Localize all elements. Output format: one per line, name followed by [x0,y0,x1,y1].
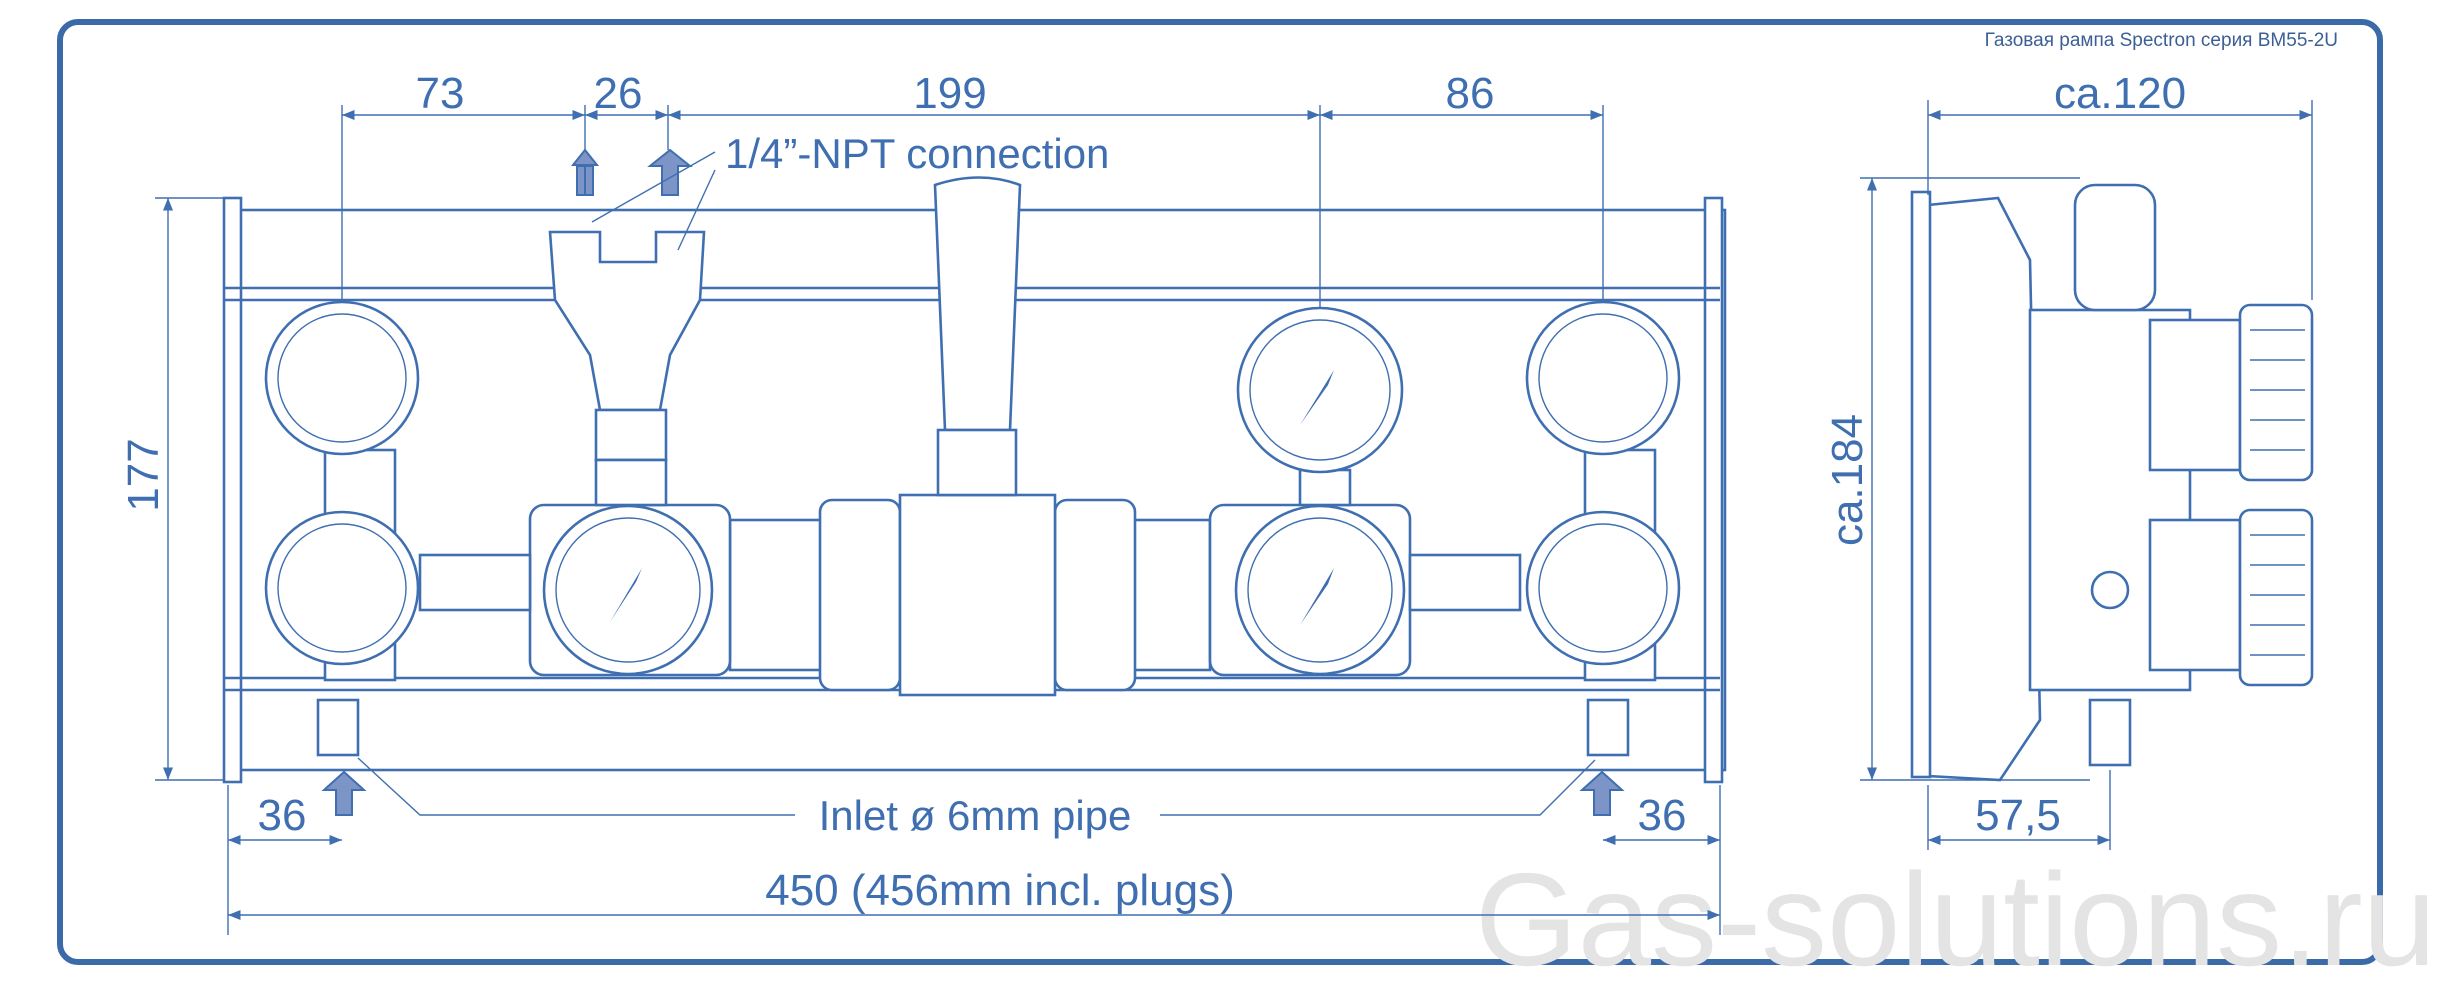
left-center-stem [594,458,668,507]
dim-bottom-left: 36 [258,791,307,840]
dim-side-width: ca.120 [2054,69,2186,118]
side-regulator-lower [2148,518,2242,672]
pressure-gauge-icon [1525,300,1681,456]
side-inlet-fitting [2088,698,2132,767]
valve-body [898,493,1057,697]
inlet-arrow-icon [1579,770,1625,816]
connection-leader-2 [677,169,716,251]
pressure-gauge-icon [1525,510,1681,666]
right-cross-fitting [1408,553,1522,612]
dim-side-height: ca.184 [1823,414,1872,546]
outlet-arrow-icon [647,148,693,196]
inlet-leader-right [1160,759,1596,816]
right-plug [1703,196,1724,784]
pressure-gauge-icon [542,504,714,676]
side-lever [2073,183,2157,312]
front-dimensions: 73 26 199 86 177 36 36 450 (456mm incl. … [119,69,1721,935]
pressure-gauge-icon [1236,306,1404,474]
pipe-coupling-left [818,498,902,692]
dim-bottom-right: 36 [1638,791,1687,840]
regulator-knob-icon [2238,303,2314,482]
front-view [222,148,1727,816]
drawing-caption: Газовая рампа Spectron серия BM55-2U [1985,30,2338,51]
dim-overall-width: 450 (456mm incl. plugs) [765,866,1235,915]
pressure-gauge-icon [264,510,420,666]
pressure-gauge-icon [264,300,420,456]
dim-height-front: 177 [119,438,168,511]
dim-top-right: 86 [1446,69,1495,118]
connection-leader [591,151,716,223]
left-inlet-fitting [316,698,360,757]
side-port [2090,570,2130,610]
outlet-y-fitting [548,230,706,412]
side-regulator-upper [2148,318,2242,472]
dim-top-fitting: 26 [594,69,643,118]
side-view [1910,183,2314,782]
dim-side-depth: 57,5 [1975,791,2061,840]
left-cross-fitting [418,553,532,612]
inlet-leader-left [357,757,795,816]
outlet-fitting-nut [594,408,668,462]
left-plug [222,196,243,784]
side-dimensions: ca.120 ca.184 57,5 [1823,69,2313,850]
valve-lever [933,176,1022,432]
dim-top-middle: 199 [913,69,986,118]
right-inlet-fitting [1586,698,1630,757]
outlet-arrow-icon [570,148,600,196]
regulator-knob-icon [2238,508,2314,687]
dim-top-left: 73 [416,69,465,118]
pipe-coupling-right [1053,498,1137,692]
side-bracket [1910,190,1932,779]
right-center-stem [1298,468,1352,507]
watermark: Gas-solutions.ru [1475,846,2436,986]
pressure-gauge-icon [1234,504,1406,676]
drawing-frame [57,19,2383,965]
valve-stem [936,428,1018,497]
inlet-arrow-icon [321,770,367,816]
inlet-callout: Inlet ø 6mm pipe [819,792,1132,839]
side-cover [1926,196,2042,782]
connection-callout: 1/4”-NPT connection [725,130,1109,177]
